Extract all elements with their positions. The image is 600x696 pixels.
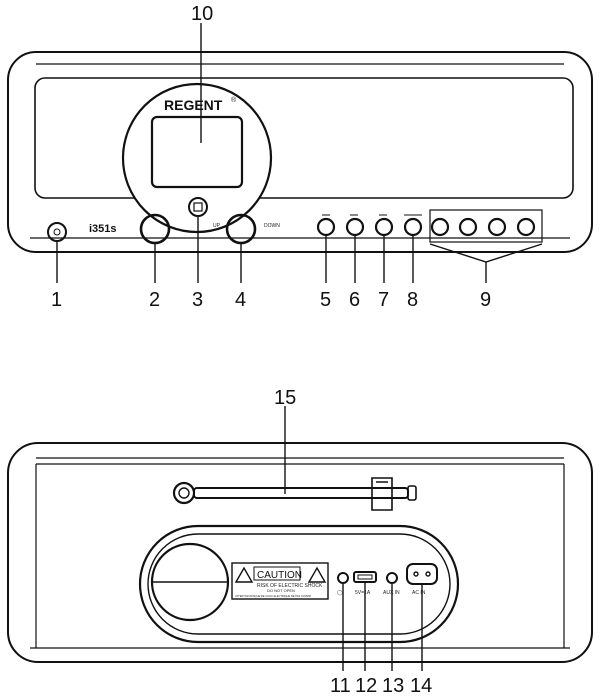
back-view — [7, 442, 593, 663]
preset-button-3 — [487, 217, 507, 237]
callout-6: 6 — [349, 289, 360, 311]
caution-title-box — [253, 566, 301, 581]
antenna-tip — [407, 485, 417, 501]
callout-2: 2 — [149, 289, 160, 311]
callout-3: 3 — [192, 289, 203, 311]
ac-label: AC IN — [412, 590, 426, 596]
connector-panel-inner — [147, 533, 451, 635]
ac-pin-left — [413, 571, 419, 577]
usb-port — [353, 571, 377, 583]
label-down: DOWN — [264, 223, 280, 229]
connector-panel-outer — [138, 524, 460, 644]
callout-4: 4 — [235, 289, 246, 311]
front-leaders — [56, 23, 543, 283]
preset-button-2 — [458, 217, 478, 237]
button-5 — [316, 217, 336, 237]
front-view — [7, 51, 593, 253]
caution-line1: RISK OF ELECTRIC SHOCK — [257, 583, 323, 589]
center-button-icon — [193, 202, 203, 212]
label-up: UP — [213, 223, 221, 229]
callout-8: 8 — [407, 289, 418, 311]
callout-14: 14 — [410, 675, 432, 696]
back-top-band — [36, 457, 564, 465]
model-label: i351s — [89, 223, 117, 235]
callout-7: 7 — [378, 289, 389, 311]
caution-line2: DO NOT OPEN — [267, 588, 295, 593]
antenna-rod — [193, 487, 409, 499]
warning-triangle-left — [234, 566, 254, 583]
ac-pin-right — [425, 571, 431, 577]
caution-title: CAUTION — [257, 570, 302, 581]
antenna-mount-inner — [178, 487, 190, 499]
button-6 — [345, 217, 365, 237]
headphone-icon: ◯ — [337, 590, 343, 596]
callout-11: 11 — [330, 675, 351, 696]
callout-13: 13 — [382, 675, 404, 696]
caution-label — [231, 562, 329, 600]
callout-5: 5 — [320, 289, 331, 311]
back-leaders — [284, 406, 423, 671]
callout-10: 10 — [191, 3, 213, 25]
usb-label: 5V=1A — [355, 590, 371, 596]
back-outer-body — [7, 442, 593, 663]
preset-button-1 — [430, 217, 450, 237]
knob-right — [225, 213, 257, 245]
aux-jack — [386, 572, 398, 584]
front-outer-body — [7, 51, 593, 253]
preset-group-frame — [429, 209, 543, 243]
warning-triangle-right — [307, 566, 327, 583]
front-inner-panel — [34, 77, 574, 199]
brand-mark: ® — [231, 96, 237, 104]
button-8 — [403, 217, 423, 237]
callout-12: 12 — [355, 675, 377, 696]
display-screen — [150, 115, 244, 189]
brand-logo: REGENT — [164, 97, 223, 113]
antenna-mount — [172, 481, 196, 505]
callout-15: 15 — [274, 387, 296, 409]
standby-icon — [53, 228, 61, 236]
callout-9: 9 — [480, 289, 491, 311]
antenna-clip — [371, 477, 393, 511]
callout-1: 1 — [51, 289, 62, 311]
usb-port-tongue — [357, 574, 373, 580]
button-7 — [374, 217, 394, 237]
leader-9 — [429, 243, 543, 283]
headphone-jack — [337, 572, 349, 584]
display-bezel — [121, 82, 273, 234]
caution-line3: ATTENTION RISQUE DE CHOC ELECTRIQUE NE P… — [235, 594, 311, 598]
preset-button-4 — [516, 217, 536, 237]
ac-inlet — [406, 563, 438, 585]
